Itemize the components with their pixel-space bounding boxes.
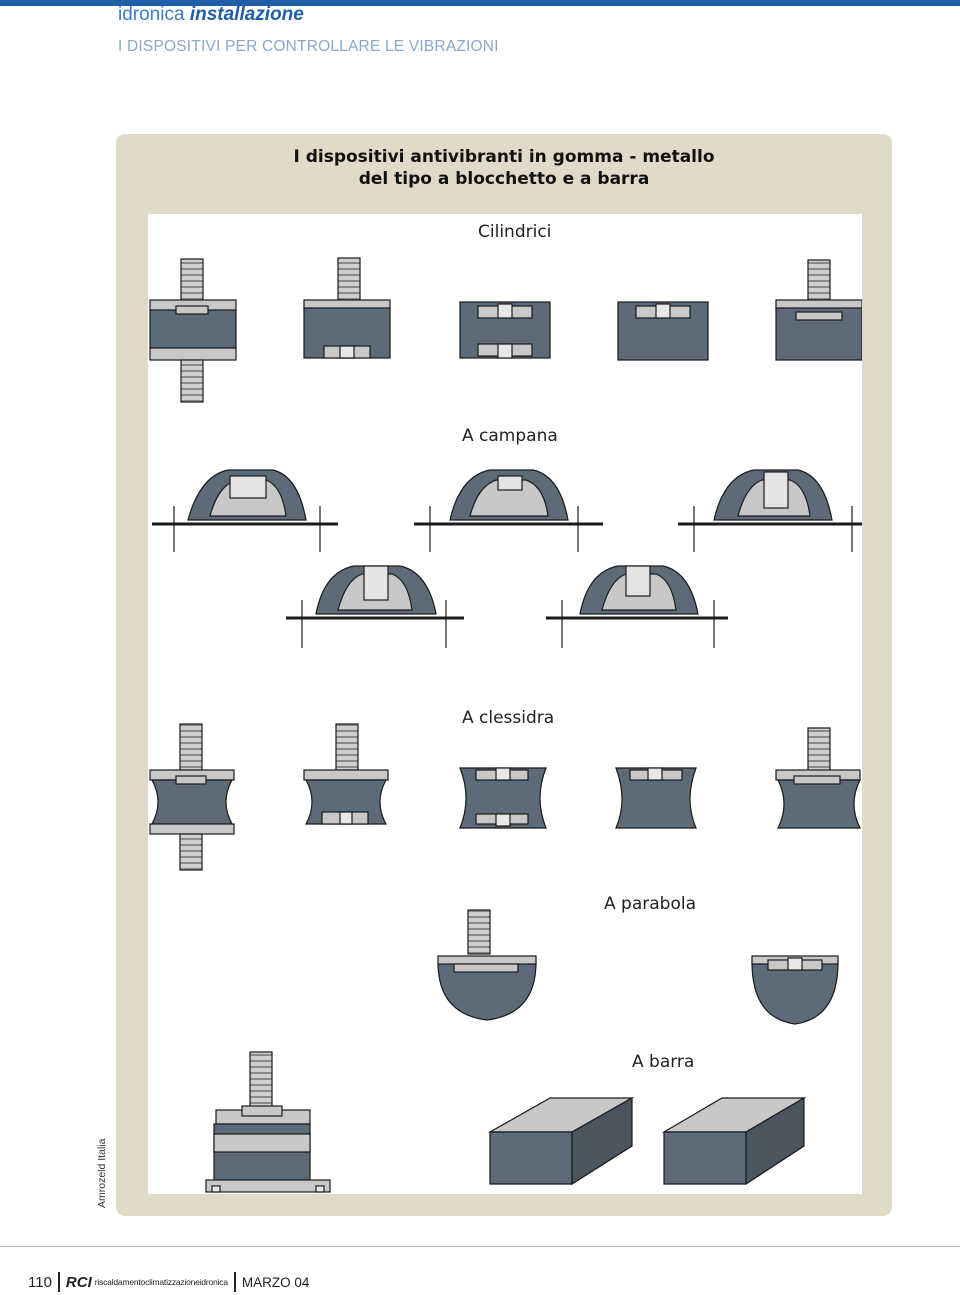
cylinder-mount-double-stud bbox=[149, 258, 237, 403]
bar-block-2 bbox=[661, 1096, 807, 1186]
issue-date: MARZO 04 bbox=[241, 1274, 310, 1290]
label-cilindrici: Cilindrici bbox=[478, 222, 551, 242]
hourglass-mount-2 bbox=[303, 723, 389, 825]
hourglass-mount-3 bbox=[459, 767, 547, 829]
image-credit: Amrozeld Italia bbox=[96, 1138, 108, 1208]
figure-title-line2: del tipo a blocchetto e a barra bbox=[358, 169, 650, 189]
figure-title-line1: I dispositivi antivibranti in gomma - me… bbox=[293, 147, 715, 167]
magazine-tagline: riscaldamentoclimatizzazioneidronica bbox=[94, 1277, 228, 1287]
bell-mount-4 bbox=[286, 565, 464, 648]
label-clessidra: A clessidra bbox=[462, 708, 554, 728]
hourglass-mount-5 bbox=[775, 727, 861, 829]
mounts-illustration: Cilindrici A campana A clessidra A parab… bbox=[149, 222, 862, 1193]
header-brand: idronica bbox=[118, 4, 185, 25]
cylinder-mount-single-female bbox=[617, 301, 709, 361]
header-section: installazione bbox=[189, 4, 304, 25]
footer-rule bbox=[0, 1246, 960, 1247]
hourglass-mount-4 bbox=[615, 767, 697, 829]
footer-separator bbox=[233, 1272, 236, 1292]
page-footer: 110 RCI riscaldamentoclimatizzazioneidro… bbox=[28, 1272, 309, 1292]
parabolic-mount-stud bbox=[437, 909, 537, 1021]
bell-mount-5 bbox=[546, 565, 728, 648]
label-campana: A campana bbox=[462, 426, 558, 446]
label-barra: A barra bbox=[632, 1052, 694, 1072]
magazine-logo: RCI bbox=[65, 1273, 92, 1291]
antivibration-figure: Cilindrici A campana A clessidra A parab… bbox=[148, 214, 862, 1194]
page-subtitle: I DISPOSITIVI PER CONTROLLARE LE VIBRAZI… bbox=[118, 38, 499, 55]
figure-title: I dispositivi antivibranti in gomma - me… bbox=[116, 146, 892, 190]
bar-mount-stud bbox=[205, 1051, 331, 1193]
footer-separator bbox=[57, 1272, 60, 1292]
hourglass-mount-1 bbox=[149, 723, 235, 871]
section-header: idronica installazione bbox=[118, 4, 304, 26]
bell-mount-3 bbox=[678, 469, 862, 552]
parabolic-mount-female bbox=[751, 955, 839, 1025]
bar-block-1 bbox=[487, 1096, 635, 1186]
cylinder-mount-double-female bbox=[459, 301, 551, 359]
bell-mount-1 bbox=[152, 469, 338, 552]
cylinder-mount-stud-female bbox=[303, 257, 391, 359]
page-number: 110 bbox=[28, 1273, 52, 1291]
top-accent-bar bbox=[0, 0, 960, 6]
label-parabola: A parabola bbox=[604, 894, 696, 914]
bell-mount-2 bbox=[414, 469, 603, 552]
cylinder-mount-single-stud bbox=[775, 259, 862, 361]
